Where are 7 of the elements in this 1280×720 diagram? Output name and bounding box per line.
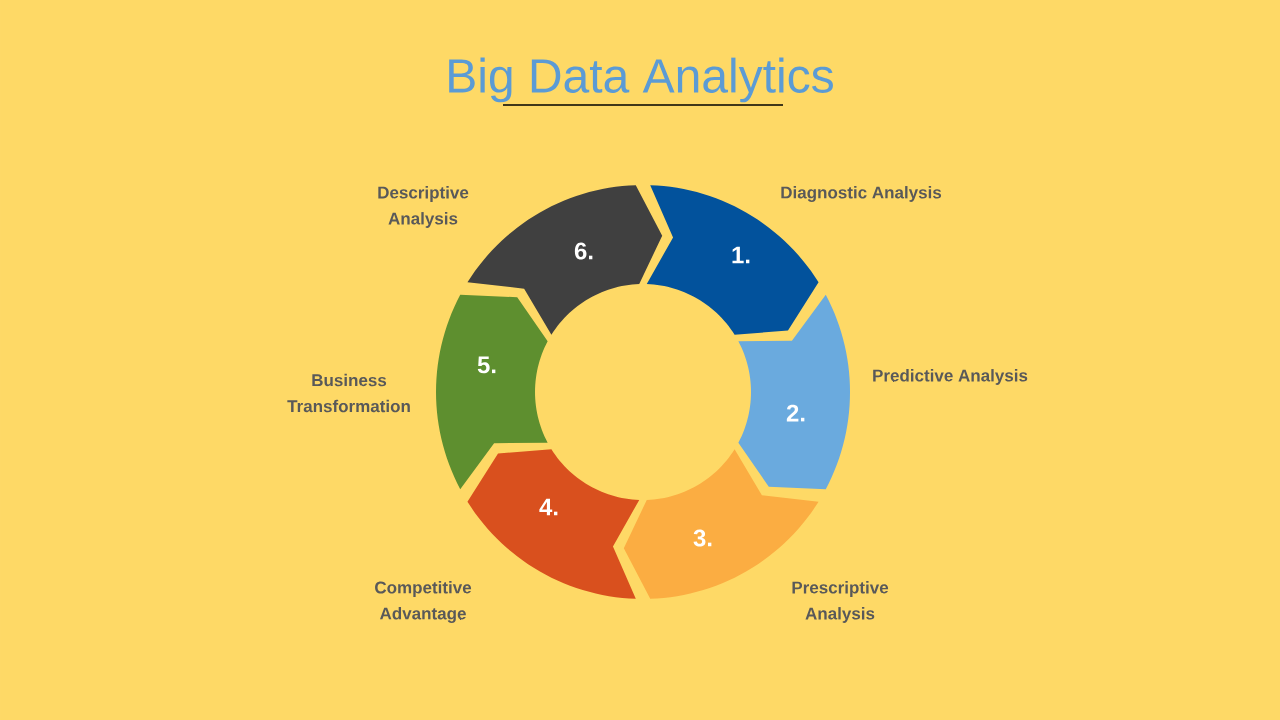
step-label: Descriptive Analysis <box>378 186 469 228</box>
arrow-segment: 2. <box>738 294 850 490</box>
arrow-segment: 6. <box>467 185 663 335</box>
step-label: Predictive Analysis <box>873 369 1028 385</box>
step-label: Business Transformation <box>287 373 410 413</box>
arrow-segment: 5. <box>436 294 548 490</box>
title: Big Data Analytics <box>449 57 833 103</box>
